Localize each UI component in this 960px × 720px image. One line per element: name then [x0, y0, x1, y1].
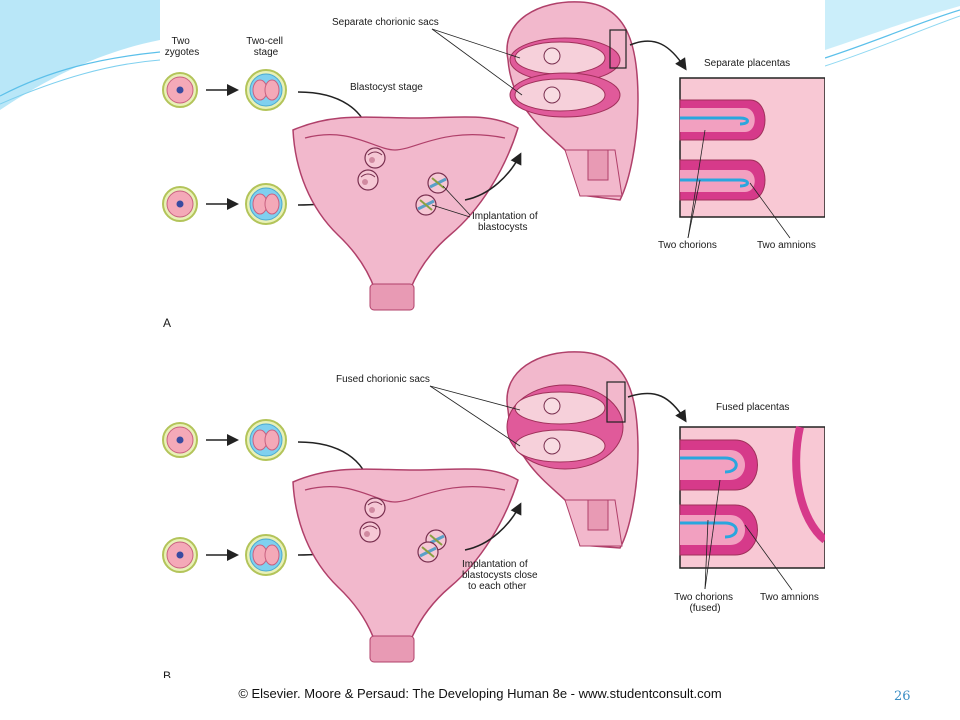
- two-cell-embryo-b1: [245, 419, 287, 461]
- implanting-blastocyst-b2: [416, 540, 440, 564]
- blastocyst-b2: [359, 521, 381, 543]
- two-amnions-label-a: Two amnions: [757, 240, 816, 251]
- zygote-a1: [162, 72, 198, 108]
- implantation-label-a: Implantation of blastocysts: [472, 211, 540, 233]
- zygote-a2: [162, 186, 198, 222]
- slide-number: 26: [894, 689, 911, 704]
- uterus-b: [292, 468, 519, 663]
- panel-a-letter: A: [163, 316, 171, 330]
- twin-development-figure: Two zygotes Two-cell stage Blastocyst st…: [160, 0, 825, 678]
- implanting-blastocyst-a1: [426, 171, 450, 195]
- two-chorions-label-a: Two chorions: [658, 240, 717, 251]
- panel-b-letter: B: [163, 669, 171, 678]
- slide-background-swoosh: [0, 0, 960, 110]
- two-chorions-fused-label-b: Two chorions (fused): [674, 592, 736, 614]
- separate-placentas-label: Separate placentas: [704, 58, 790, 69]
- uterus-a: [292, 116, 519, 311]
- separate-placentas-inset: [679, 77, 825, 218]
- zygote-b1: [162, 422, 198, 458]
- separate-chorionic-sacs-label: Separate chorionic sacs: [332, 17, 439, 28]
- implantation-label-b: Implantation of blastocysts close to eac…: [462, 559, 540, 592]
- fused-placentas-inset: [679, 426, 825, 569]
- panel-b: Implantation of blastocysts close to eac…: [162, 351, 825, 678]
- blastocyst-a1: [364, 147, 386, 169]
- blastocyst-b1: [364, 497, 386, 519]
- figure-credit: © Elsevier. Moore & Persaud: The Develop…: [238, 686, 722, 701]
- two-zygotes-label: Two zygotes: [165, 36, 199, 58]
- panel-a: Two zygotes Two-cell stage Blastocyst st…: [162, 1, 825, 330]
- blastocyst-a2: [357, 169, 379, 191]
- blastocyst-stage-label: Blastocyst stage: [350, 82, 423, 93]
- pregnant-uterus-a: [506, 1, 639, 201]
- fused-chorionic-sacs-label: Fused chorionic sacs: [336, 374, 430, 385]
- two-cell-stage-label: Two-cell stage: [246, 36, 285, 58]
- pregnant-uterus-b: [506, 351, 639, 549]
- two-cell-embryo-b2: [245, 534, 287, 576]
- two-amnions-label-b: Two amnions: [760, 592, 819, 603]
- two-cell-embryo-a1: [245, 69, 287, 111]
- zygote-b2: [162, 537, 198, 573]
- two-cell-embryo-a2: [245, 183, 287, 225]
- fused-placentas-label: Fused placentas: [716, 402, 789, 413]
